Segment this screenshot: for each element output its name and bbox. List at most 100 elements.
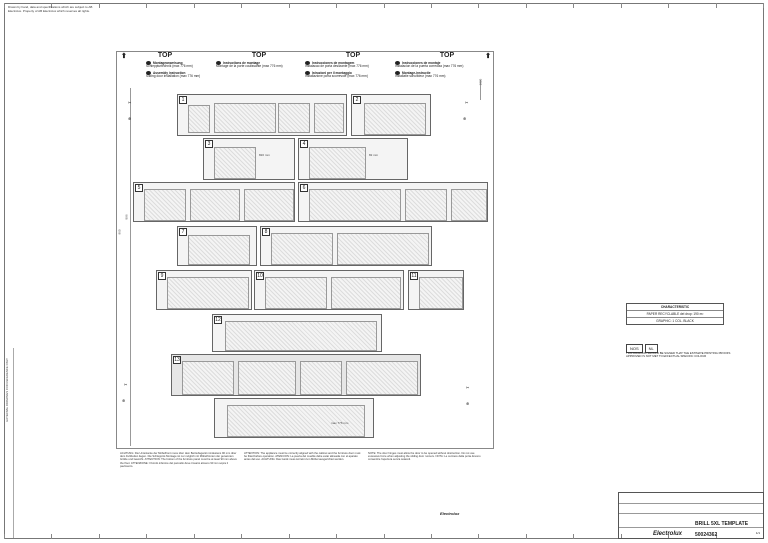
panel-step-11: 11	[408, 270, 464, 310]
alignment-sketch	[225, 321, 377, 351]
panel-step-14: max 776 mm	[214, 398, 374, 438]
mechanism-sketch	[337, 233, 429, 265]
plus-icon: ⊕	[463, 116, 467, 121]
door-sketch	[331, 277, 401, 309]
dim-label: max 776 mm	[331, 421, 349, 425]
countertop-sketch	[309, 147, 366, 179]
brand-logo: Electrolux	[653, 531, 683, 537]
bracket-sketch	[278, 103, 310, 133]
step-number: 1	[179, 96, 187, 104]
plus-icon: ⊕	[466, 401, 470, 406]
top-label-1: ⬆TOP	[121, 52, 173, 60]
instruction-block-2: Instructions de montage Montage de la po…	[216, 60, 283, 69]
clip-icon: ✂	[128, 100, 132, 105]
strip-text: EXTERNAL DRAWINGS FOR REFERENCE ONLY	[5, 358, 9, 422]
box-nl: NL	[644, 344, 658, 353]
box-nos: NOS	[626, 344, 643, 353]
step-number: 3	[205, 140, 213, 148]
top-header: ⬆TOP TOP TOP TOP⬆	[116, 51, 494, 83]
panel-step-12: 12	[212, 314, 382, 352]
step-number: 5	[135, 184, 143, 192]
template-sketch	[309, 189, 401, 221]
step-number: 10	[256, 272, 264, 280]
appliance-sketch	[419, 277, 463, 309]
bottom-notes: ACHTUNG: Die Unterkante der Möbelfront m…	[120, 452, 490, 522]
step-number: 11	[410, 272, 418, 280]
panel-step-8: 8	[260, 226, 432, 266]
template-sketch	[144, 189, 186, 221]
template-sketch	[451, 189, 487, 221]
characteristic-paper: PAPER RECYCLABLE del drop: 190 m²	[627, 311, 723, 318]
step-number: 7	[179, 228, 187, 236]
step-number: 4	[300, 140, 308, 148]
instruction-block-1: Montageanweisung Schleppturtechnik (max …	[146, 60, 201, 79]
instruction-block-4: Instrucciones de montaje Instalacion de …	[395, 60, 464, 79]
rail-sketch	[271, 233, 333, 265]
left-strip: EXTERNAL DRAWINGS FOR REFERENCE ONLY	[4, 348, 14, 538]
characteristic-table: CHARACTERISTIC PAPER RECYCLABLE del drop…	[626, 303, 724, 325]
panel-step-3: 3 820 mm	[203, 138, 295, 180]
top-label-2: TOP	[251, 52, 267, 59]
approval-note: THIS DRAWING SHOULD BE SIGNED THAT THE E…	[626, 351, 731, 359]
left-dimension-2: 896	[124, 214, 129, 220]
plus-icon: ⊕	[122, 398, 126, 403]
step-number: 8	[262, 228, 270, 236]
copyright-note: Drawn by hand, data and specifications w…	[8, 5, 93, 13]
door-sketch	[346, 361, 418, 395]
panel-step-10: 10	[254, 270, 404, 310]
template-sketch	[244, 189, 294, 221]
characteristic-graphic: GRAPHIC: 1 COL. BLACK	[656, 319, 694, 323]
step-number: 2	[353, 96, 361, 104]
parts-sketch	[214, 103, 276, 133]
sheet-number: 1/1	[755, 531, 760, 535]
title-block: BRILL 5XL TEMPLATE Electrolux 50024362 1…	[618, 492, 764, 539]
door-sketch	[265, 277, 327, 309]
step-number: 13	[173, 356, 181, 364]
right-dim-line	[480, 80, 481, 100]
appliance-sketch	[182, 361, 234, 395]
panel-step-7: 7	[177, 226, 257, 266]
dim-label: 82 mm	[369, 153, 379, 157]
door-sketch	[167, 277, 249, 309]
bottom-ruler	[4, 534, 764, 539]
top-ruler	[4, 3, 764, 8]
panel-step-5: 5	[133, 182, 295, 222]
plus-icon: ⊕	[128, 116, 132, 121]
cabinet-sketch	[214, 147, 256, 179]
instruction-block-3: Instrucciones de montagem Instalacao de …	[305, 60, 369, 79]
characteristic-title: CHARACTERISTIC	[627, 304, 723, 311]
step-number: 6	[300, 184, 308, 192]
language-boxes: NOS NL	[626, 344, 658, 353]
dim-label: 820 mm	[259, 153, 270, 157]
step-number: 9	[158, 272, 166, 280]
panel-step-13: 13	[171, 354, 421, 396]
panel-step-1: 1	[177, 94, 347, 136]
note-column-3: NOTE: The door hinges must allow the doo…	[368, 452, 481, 462]
rail-sketch	[314, 103, 344, 133]
template-sketch	[190, 189, 240, 221]
panel-step-9: 9	[156, 270, 252, 310]
final-sketch	[227, 405, 365, 437]
right-dimension: 1025	[478, 78, 483, 86]
template-sketch	[405, 189, 447, 221]
note-column-1: ACHTUNG: Die Unterkante der Möbelfront m…	[120, 452, 237, 468]
clip-icon: ✂	[124, 382, 128, 387]
door-sketch	[238, 361, 296, 395]
clip-icon: ✂	[466, 385, 470, 390]
panel-step-6: 6	[298, 182, 488, 222]
left-dimension-1: 960	[117, 229, 122, 235]
screws-sketch	[188, 235, 250, 265]
signature: Electrolux	[440, 511, 460, 516]
top-label-3: TOP	[345, 52, 361, 59]
screw-sketch	[188, 105, 210, 133]
panel-step-2: 2	[351, 94, 431, 136]
panel-step-4: 4 82 mm	[298, 138, 408, 180]
clip-icon: ✂	[465, 100, 469, 105]
drawing-title: BRILL 5XL TEMPLATE	[695, 521, 749, 527]
appliance-sketch	[364, 103, 426, 135]
note-column-2: ATTENTION: The appliance must be correct…	[244, 452, 361, 462]
top-label-4: TOP⬆	[439, 52, 491, 60]
drawing-code: 50024362	[695, 532, 718, 538]
warning-sketch	[300, 361, 342, 395]
step-number: 12	[214, 316, 222, 324]
